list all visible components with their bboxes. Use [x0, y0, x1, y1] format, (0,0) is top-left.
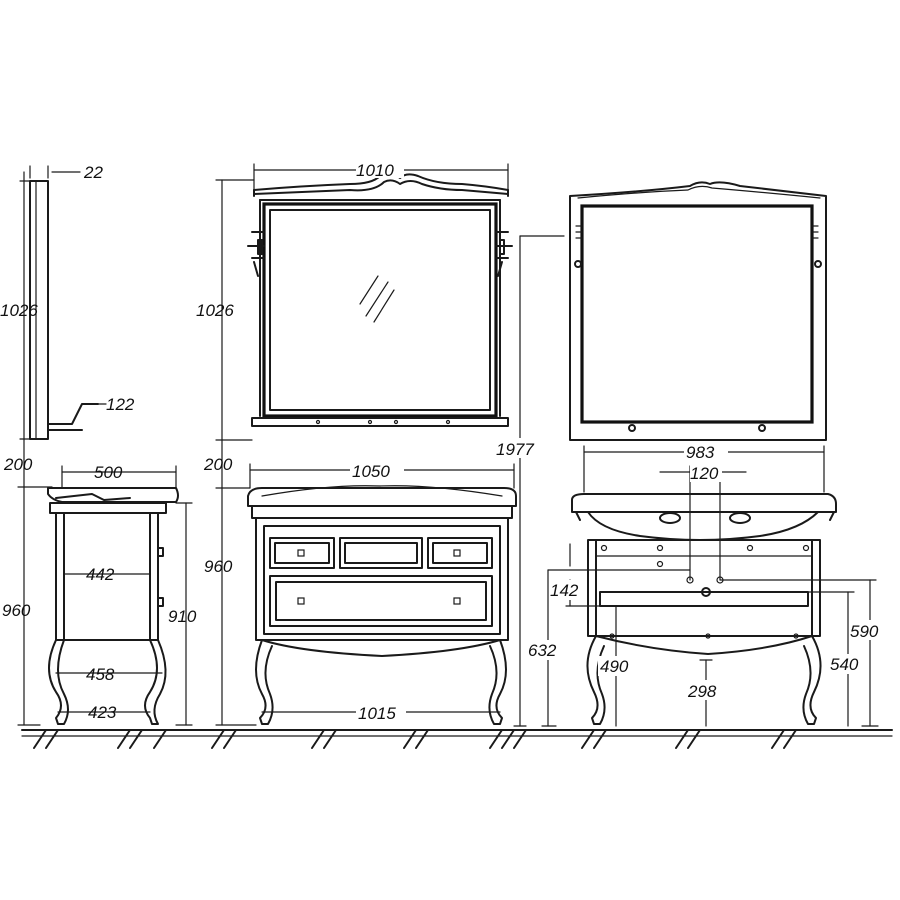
- front-cabinet: [247, 485, 517, 725]
- dim-side-gap: 200: [3, 455, 33, 474]
- dim-rear-hole-spacing: 120: [690, 464, 719, 483]
- dim-side-body-height: 910: [168, 607, 197, 626]
- side-cabinet: [47, 487, 179, 725]
- dim-front-height: 960: [204, 557, 233, 576]
- front-view: 1010 1026 200: [196, 158, 565, 727]
- dim-side-inner-width: 442: [86, 565, 115, 584]
- dim-rear-298: 298: [687, 682, 717, 701]
- dim-rear-142: 142: [550, 581, 579, 600]
- rear-view: 983 120 142 632 490 298 590: [526, 181, 892, 727]
- dim-side-mirror-thickness: 22: [83, 163, 103, 182]
- front-mirror: [247, 172, 513, 427]
- dim-side-leg-span: 458: [86, 665, 115, 684]
- dim-rear-width: 983: [686, 443, 715, 462]
- side-view: 22 1026 122 200 960 500: [0, 163, 197, 726]
- dim-rear-490: 490: [600, 657, 629, 676]
- side-mirror: [19, 165, 107, 441]
- dim-side-height: 960: [2, 601, 31, 620]
- dim-front-top-width: 1050: [352, 462, 390, 481]
- dim-total-height: 1977: [496, 440, 534, 459]
- dim-front-gap: 200: [203, 455, 233, 474]
- floor-line: [21, 729, 893, 749]
- dim-side-leg-base: 423: [88, 703, 117, 722]
- dim-front-base-width: 1015: [358, 704, 396, 723]
- dim-side-mirror-shelf: 122: [106, 395, 135, 414]
- dim-rear-590: 590: [850, 622, 879, 641]
- dim-front-mirror-width: 1010: [356, 161, 394, 180]
- rear-cabinet: [571, 445, 837, 725]
- dim-side-top-depth: 500: [94, 463, 123, 482]
- rear-mirror: [569, 181, 827, 441]
- dim-rear-540: 540: [830, 655, 859, 674]
- dim-front-mirror-height: 1026: [196, 301, 234, 320]
- dim-rear-632: 632: [528, 641, 557, 660]
- dim-side-mirror-height: 1026: [0, 301, 38, 320]
